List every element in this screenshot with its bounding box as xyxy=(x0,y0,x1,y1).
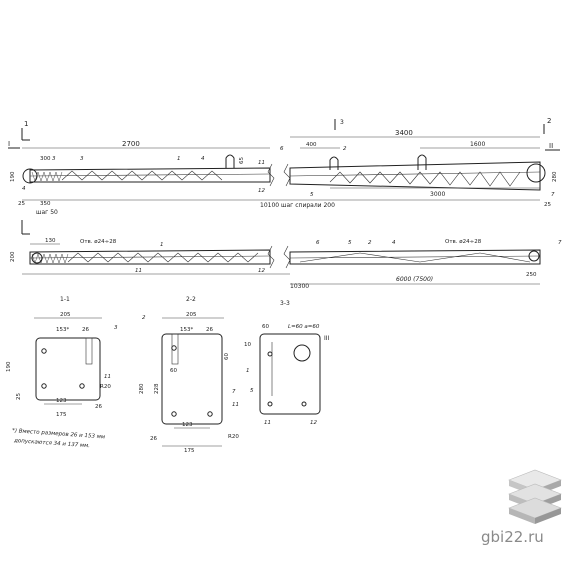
s11-dim-25: 25 xyxy=(16,393,22,400)
section-mark-II: II xyxy=(549,142,553,150)
callout-5: 5 xyxy=(310,192,314,198)
footnote: *) Вместо размеров 26 и 153 мм допускают… xyxy=(12,428,105,449)
dim-65: 65 xyxy=(239,157,245,164)
section-2-2-title: 2-2 xyxy=(186,296,196,303)
section-mark-I: I xyxy=(8,140,10,148)
dim-6000: 6000 (7500) xyxy=(396,276,433,283)
b-callout-6: 6 xyxy=(316,240,320,246)
s33-callout-12: 12 xyxy=(310,420,317,426)
callout-6: 6 xyxy=(280,146,284,152)
s22-callout-2: 2 xyxy=(142,315,146,321)
b-callout-7: 7 xyxy=(558,240,562,246)
s11-dim-123: 123 xyxy=(56,398,67,404)
s22-callout-r20: R20 xyxy=(228,434,239,440)
s33-callout-5: 5 xyxy=(250,388,254,394)
top-beam: 1 I 3 2 II 2700 3400 400 1600 300 350 25… xyxy=(8,117,560,216)
s11-callout-r20: R20 xyxy=(100,384,111,390)
s22-dim-280: 280 xyxy=(139,383,145,394)
dim-280: 280 xyxy=(552,171,558,182)
site-logo-text[interactable]: gbi22.ru xyxy=(481,528,544,546)
s22-callout-7: 7 xyxy=(232,389,236,395)
dim-25-right: 25 xyxy=(544,202,551,208)
s22-dim-205: 205 xyxy=(186,312,197,318)
s33-callout-1: 1 xyxy=(246,368,250,374)
s11-callout-11: 11 xyxy=(104,374,111,380)
s33-dim-l60: L=60 a=60 xyxy=(288,324,320,330)
dim-350: 350 xyxy=(40,201,51,207)
section-mark-3: 3 xyxy=(340,119,344,126)
callout-12: 12 xyxy=(258,188,265,194)
section-mark-2: 2 xyxy=(547,117,551,125)
b-callout-2: 2 xyxy=(368,240,372,246)
dim-300: 300 xyxy=(40,156,51,162)
dim-3000: 3000 xyxy=(430,191,445,198)
s33-dim-60: 60 xyxy=(262,324,269,330)
hole-right: Отв. ø24÷28 xyxy=(445,239,482,245)
callout-7: 7 xyxy=(551,192,555,198)
s11-dim-190: 190 xyxy=(6,361,12,372)
dim-400: 400 xyxy=(306,142,317,148)
s33-dim-10: 10 xyxy=(244,342,251,348)
dim-190: 190 xyxy=(10,171,16,182)
dim-1600: 1600 xyxy=(470,141,485,148)
s22-callout-11: 11 xyxy=(232,402,239,408)
section-2-2: 2-2 205 153* 26 60 228 280 123 26 175 60… xyxy=(139,296,239,454)
s11-dim-26: 26 xyxy=(82,327,89,333)
callout-2: 2 xyxy=(343,146,347,152)
dim-25-left: 25 xyxy=(18,201,25,207)
s22-dim-26: 26 xyxy=(150,436,157,442)
s22-dim-228: 228 xyxy=(154,383,160,394)
section-1-1: 1-1 205 153* 26 3 190 25 123 175 26 11 R… xyxy=(6,296,118,418)
s22-dim-60: 60 xyxy=(224,353,230,360)
section-3-3-title: 3-3 xyxy=(280,300,290,307)
s11-dim-26-b: 26 xyxy=(95,404,102,410)
section-3-3: 3-3 60 L=60 a=60 10 III 1 5 11 12 xyxy=(244,300,330,426)
dim-250: 250 xyxy=(526,272,537,278)
dim-2700: 2700 xyxy=(122,140,140,148)
section-1-1-title: 1-1 xyxy=(60,296,70,303)
callout-4-left: 4 xyxy=(22,186,26,192)
dim-130: 130 xyxy=(45,238,56,244)
hole-left: Отв. ø24÷28 xyxy=(80,239,117,245)
callout-1: 1 xyxy=(177,156,181,162)
b-callout-5: 5 xyxy=(348,240,352,246)
dim-200: 200 xyxy=(10,251,16,262)
callout-3a: 3 xyxy=(52,156,56,162)
s22-dim-153: 153* xyxy=(180,327,193,333)
callout-11: 11 xyxy=(258,160,265,166)
note-line-2: допускаются 34 и 137 мм. xyxy=(13,438,90,449)
s11-dim-153: 153* xyxy=(56,327,69,333)
b-callout-1: 1 xyxy=(160,242,164,248)
s22-dim-175: 175 xyxy=(184,448,195,454)
s33-callout-11: 11 xyxy=(264,420,271,426)
bottom-beam: 130 200 Отв. ø24÷28 Отв. ø24÷28 10300 60… xyxy=(10,220,562,290)
spiral-note: 10100 шаг спирали 200 xyxy=(260,202,335,209)
section-mark-1: 1 xyxy=(24,120,28,128)
s11-callout-3: 3 xyxy=(114,325,118,331)
callout-4: 4 xyxy=(201,156,205,162)
b-callout-4: 4 xyxy=(392,240,396,246)
step-50: шаг 50 xyxy=(36,209,58,216)
callout-3b: 3 xyxy=(80,156,84,162)
slab-stack-logo-icon xyxy=(508,469,562,524)
b-callout-11: 11 xyxy=(135,268,142,274)
s22-dim-26: 26 xyxy=(206,327,213,333)
s11-dim-175: 175 xyxy=(56,412,67,418)
dim-3400: 3400 xyxy=(395,129,413,137)
b-callout-12: 12 xyxy=(258,268,265,274)
s22-dim-60-b: 60 xyxy=(170,368,177,374)
s22-dim-123: 123 xyxy=(182,422,193,428)
s11-dim-205: 205 xyxy=(60,312,71,318)
dim-10300: 10300 xyxy=(290,283,309,290)
s33-callout-III: III xyxy=(324,335,330,342)
